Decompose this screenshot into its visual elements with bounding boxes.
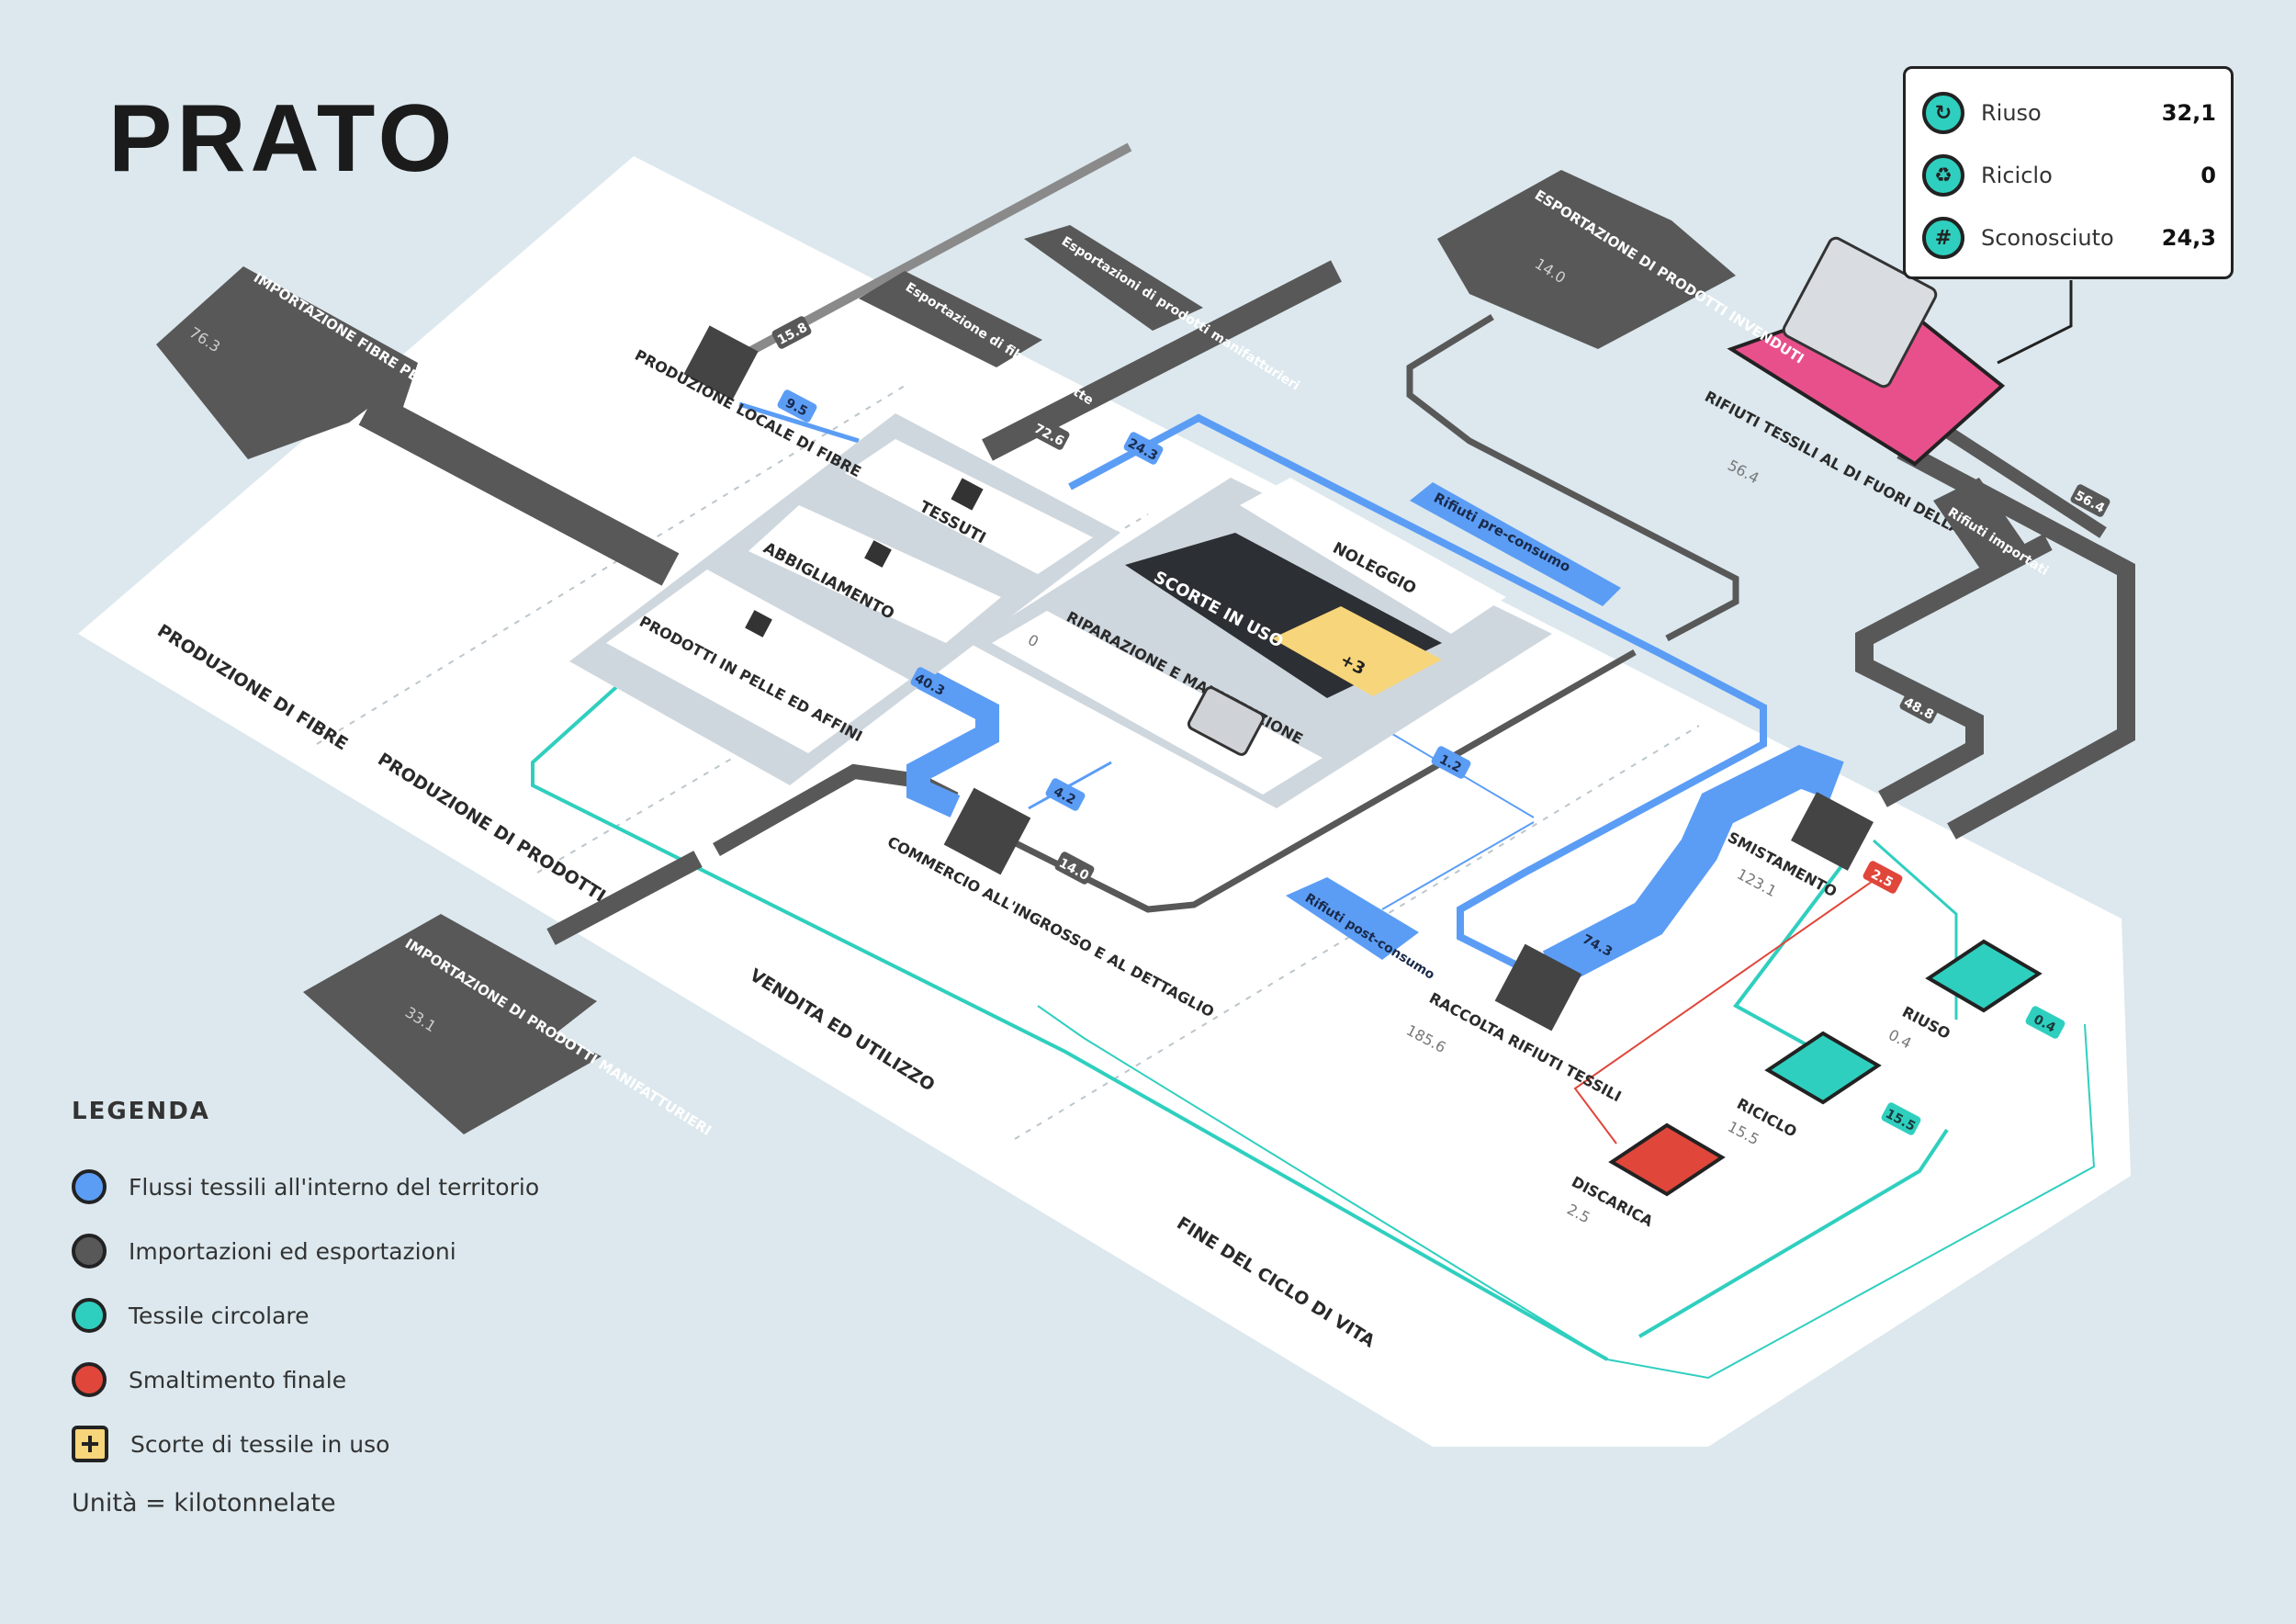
riuso-node (1925, 939, 2043, 1013)
legend-label: Tessile circolare (129, 1302, 310, 1329)
fibre-to-tessuti-flow (738, 401, 860, 444)
recycle-icon: ♻ (1922, 154, 1964, 197)
raccolta-to-smist-flow (1542, 745, 1844, 987)
stat-label: Sconosciuto (1981, 225, 2114, 251)
bin-icon (1782, 236, 1938, 389)
platform (78, 156, 2131, 1447)
rifiuti-post-tag (1286, 877, 1419, 960)
legend-item-teal: Tessile circolare (72, 1294, 539, 1336)
legend-item-red: Smaltimento finale (72, 1359, 539, 1401)
stat-value: 0 (2200, 163, 2216, 188)
waste-stats-panel: ↻ Riuso 32,1 ♻ Riciclo 0 # Sconosciuto 2… (1903, 66, 2234, 279)
disposal-flow (1573, 876, 1879, 1145)
tessuti-icon (951, 478, 984, 511)
legend-item-dark: Importazioni ed esportazioni (72, 1230, 539, 1272)
legend-label: Scorte di tessile in uso (130, 1430, 390, 1458)
abbigliamento-box (748, 505, 1001, 643)
import-prodotti-callout (303, 914, 602, 1134)
legend-label: Flussi tessili all'interno del territori… (129, 1173, 540, 1201)
legend-label: Smaltimento finale (129, 1366, 347, 1393)
circular-flow-big (531, 678, 1608, 1361)
stat-label: Riciclo (1981, 163, 2053, 188)
rifiuti-pre-label: Rifiuti pre-consumo (1431, 490, 1573, 576)
rifiuti-fuori-value: 56.4 (1725, 457, 1761, 488)
export-fibre-callout (859, 271, 1042, 367)
leather-icon (745, 610, 772, 637)
legend-swatch (72, 1298, 107, 1333)
scorte-value-box (1272, 606, 1442, 696)
units-note: Unità = kilotonnelate (72, 1489, 336, 1517)
stat-row-riciclo: ♻ Riciclo 0 (1922, 150, 2216, 201)
commercio-to-noleggio-flow (1028, 761, 1112, 810)
page-title: PRATO (108, 85, 457, 192)
shirt-icon (864, 540, 892, 568)
smist-export-flow (1855, 534, 2053, 807)
cycle-icon: ↻ (1922, 92, 1964, 134)
stat-label: Riuso (1981, 100, 2042, 126)
rifiuti-importati-tag (1933, 478, 2030, 574)
import-fibre-flow (358, 392, 680, 586)
rifiuti-importati-flow (1896, 442, 2135, 840)
stat-row-riuso: ↻ Riuso 32,1 (1922, 87, 2216, 139)
section-divider (536, 513, 1149, 874)
invenduti-flow (1406, 314, 1739, 642)
rifiuti-fuori-flow (1930, 417, 2107, 538)
smistamento-icon (1791, 792, 1874, 871)
tessuti-to-scorte-flow (1068, 413, 1767, 973)
circular-flow-riciclo (1638, 1128, 1949, 1338)
produzione-to-commercio-flow (884, 650, 999, 818)
export-invenduti-callout (1437, 170, 1736, 349)
callout-connector (1997, 280, 2073, 365)
raccolta-icon (1494, 943, 1582, 1032)
circular-flow-smist (1733, 834, 1866, 1058)
import-fibre-callout (156, 266, 418, 459)
plus-icon (72, 1426, 108, 1462)
stat-value: 32,1 (2161, 100, 2216, 126)
export-manifatturieri-callout (1024, 225, 1203, 331)
discarica-node (1608, 1122, 1726, 1197)
legend-item-yellow: Scorte di tessile in uso (72, 1423, 539, 1465)
rifiuti-pre-tag (1410, 482, 1621, 606)
circular-flow-thin (1037, 1005, 2096, 1380)
legend-swatch (72, 1169, 107, 1204)
legend-title: LEGENDA (72, 1098, 210, 1125)
legend-label: Importazioni ed esportazioni (129, 1237, 456, 1265)
riciclo-node (1764, 1031, 1882, 1105)
flow-badge-9-5: 9.5 (777, 389, 817, 423)
commercio-icon (943, 787, 1031, 875)
noleggio-box (1240, 478, 1506, 634)
stat-row-sconosciuto: # Sconosciuto 24,3 (1922, 212, 2216, 264)
legend-item-blue: Flussi tessili all'interno del territori… (72, 1166, 539, 1208)
legend: LEGENDA Flussi tessili all'interno del t… (72, 1098, 539, 1517)
hash-icon: # (1922, 217, 1964, 259)
stat-value: 24,3 (2161, 225, 2216, 251)
sewing-machine-icon (1187, 686, 1266, 756)
pelle-box (606, 570, 909, 753)
legend-swatch (72, 1362, 107, 1397)
post-consumo-flow (1381, 821, 1535, 910)
import-prodotti-flow (546, 851, 703, 945)
legend-swatch (72, 1234, 107, 1269)
fibre-node-icon (683, 325, 759, 400)
